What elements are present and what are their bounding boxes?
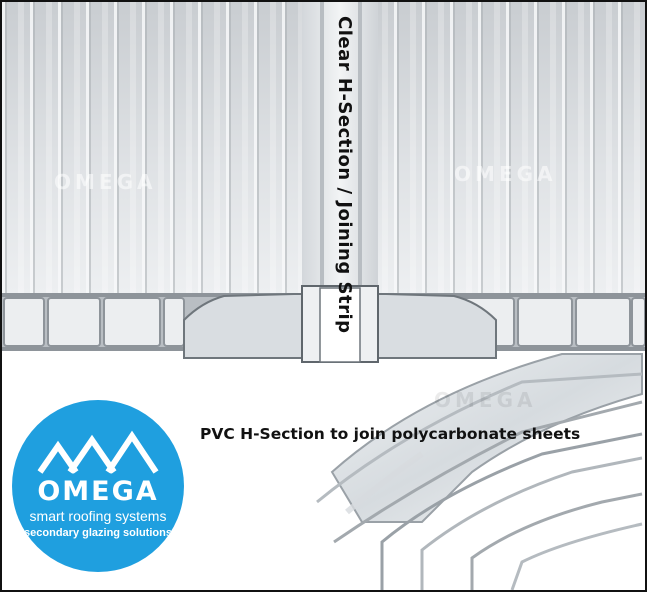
roof-chevrons-icon — [37, 430, 159, 474]
joining-strip-label: Clear H-Section / Joining Strip — [334, 16, 355, 334]
logo-tagline-secondary: secondary glazing solutions — [24, 527, 172, 539]
watermark-lower: OMEGA — [434, 388, 537, 412]
pvc-h-section-product — [316, 353, 643, 590]
watermark-left: OMEGA — [54, 170, 157, 194]
omega-logo: OMEGA smart roofing systems secondary gl… — [12, 400, 184, 572]
pvc-h-section-caption: PVC H-Section to join polycarbonate shee… — [200, 425, 581, 443]
h-section-strip — [302, 2, 378, 298]
right-polycarbonate-sheet — [364, 2, 645, 298]
watermark-right: OMEGA — [454, 162, 557, 186]
logo-tagline-primary: smart roofing systems — [29, 508, 167, 524]
sheet-cross-section — [2, 285, 645, 363]
logo-wordmark: OMEGA — [37, 476, 159, 507]
left-polycarbonate-sheet — [2, 2, 320, 298]
